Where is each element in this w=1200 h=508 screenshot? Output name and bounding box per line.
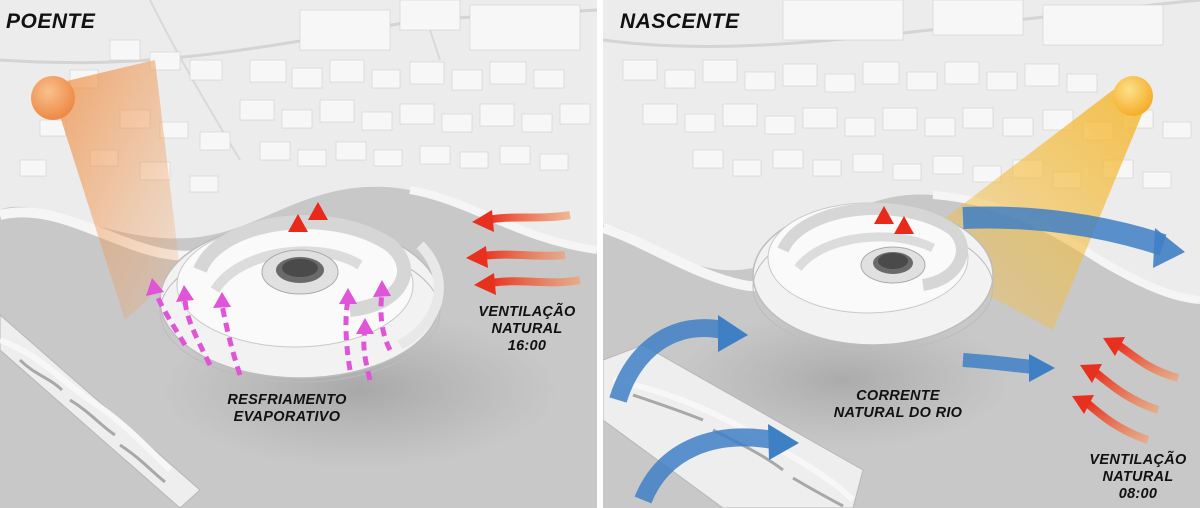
- poente-scene: [0, 0, 597, 508]
- wind-arrow-icon: [466, 210, 581, 295]
- label-line: NATURAL: [1102, 469, 1174, 485]
- natural-ventilation-label: VENTILAÇÃO NATURAL 16:00: [467, 304, 587, 355]
- river-current-label: CORRENTE NATURAL DO RIO: [823, 388, 973, 422]
- evaporative-cooling-label: RESFRIAMENTO EVAPORATIVO: [212, 392, 362, 426]
- nascente-scene: [603, 0, 1200, 508]
- wind-arrow-icon: [1072, 337, 1180, 444]
- panel-divider: [597, 0, 603, 508]
- hot-air-arrows: [874, 206, 914, 268]
- label-line: RESFRIAMENTO: [227, 392, 347, 408]
- spiral-building: [752, 202, 994, 352]
- natural-ventilation-label: VENTILAÇÃO NATURAL 08:00: [1078, 452, 1198, 503]
- label-line: VENTILAÇÃO: [1089, 452, 1187, 468]
- ventilation-time: 16:00: [507, 338, 547, 354]
- panel-poente: POENTE RESFRIAMENTO EVAPORATIVO VENTILAÇ…: [0, 0, 597, 508]
- label-line: NATURAL: [491, 321, 563, 337]
- panel-nascente: NASCENTE CORRENTE NATURAL DO RIO VENTILA…: [603, 0, 1200, 508]
- bridge: [0, 314, 201, 508]
- sun-icon: [31, 76, 75, 120]
- label-line: NATURAL DO RIO: [833, 405, 963, 421]
- panel-title: POENTE: [6, 10, 96, 33]
- label-line: EVAPORATIVO: [233, 409, 341, 425]
- ventilation-time: 08:00: [1118, 486, 1158, 502]
- hot-air-arrows: [288, 202, 328, 270]
- label-line: CORRENTE: [856, 388, 940, 404]
- label-line: VENTILAÇÃO: [478, 304, 576, 320]
- sun-icon: [1113, 76, 1153, 116]
- sunset-beam: [50, 60, 180, 320]
- river-current-arrow-icon: [609, 206, 1185, 504]
- panel-title: NASCENTE: [620, 10, 740, 33]
